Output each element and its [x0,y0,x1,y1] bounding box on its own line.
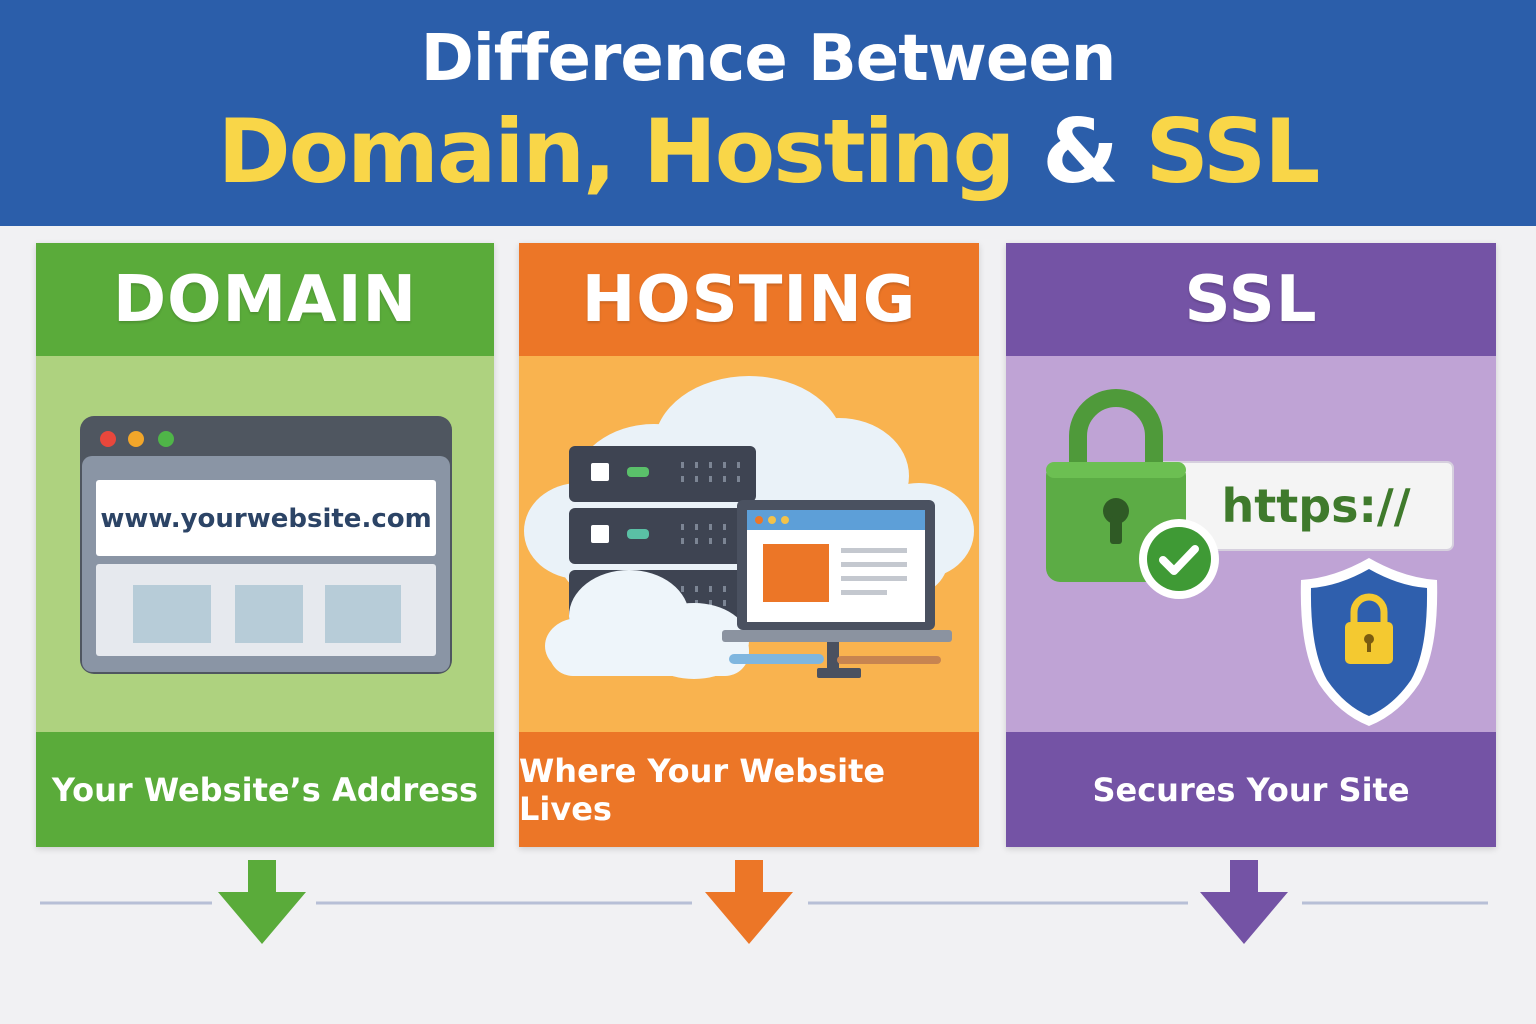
domain-panel: DOMAIN www.yourwebsite.com Your Website’… [36,243,494,847]
title-ssl: SSL [1145,100,1320,203]
domain-caption: Your Website’s Address [36,732,494,847]
domain-down-arrow-icon [218,860,306,944]
padlock-shield-icon: https:// [1046,389,1454,726]
domain-illustration: www.yourwebsite.com [36,356,494,732]
bottom-connector [40,860,1488,944]
server-cloud-icon [524,376,974,679]
title-ampersand: & [1042,100,1119,203]
hosting-heading: HOSTING [519,243,979,356]
browser-window-icon: www.yourwebsite.com [80,416,452,674]
hosting-illustration [519,356,979,732]
hosting-caption: Where Your Website Lives [519,732,979,847]
ssl-illustration: https:// [1006,356,1496,732]
ssl-url-text: https:// [1221,479,1410,533]
title-domain-hosting: Domain, Hosting [217,100,1016,203]
hosting-panel: HOSTING [519,243,979,847]
title-banner: Difference Between Domain, Hosting & SSL [0,0,1536,226]
ssl-panel: SSL https:// Secures Your Site [1006,243,1496,847]
page-title-line-2: Domain, Hosting & SSL [0,100,1536,203]
ssl-caption: Secures Your Site [1006,732,1496,847]
ssl-heading: SSL [1006,243,1496,356]
domain-heading: DOMAIN [36,243,494,356]
ssl-down-arrow-icon [1200,860,1288,944]
page-title-line-1: Difference Between [420,22,1117,96]
domain-url-text: www.yourwebsite.com [100,504,431,534]
hosting-down-arrow-icon [705,860,793,944]
